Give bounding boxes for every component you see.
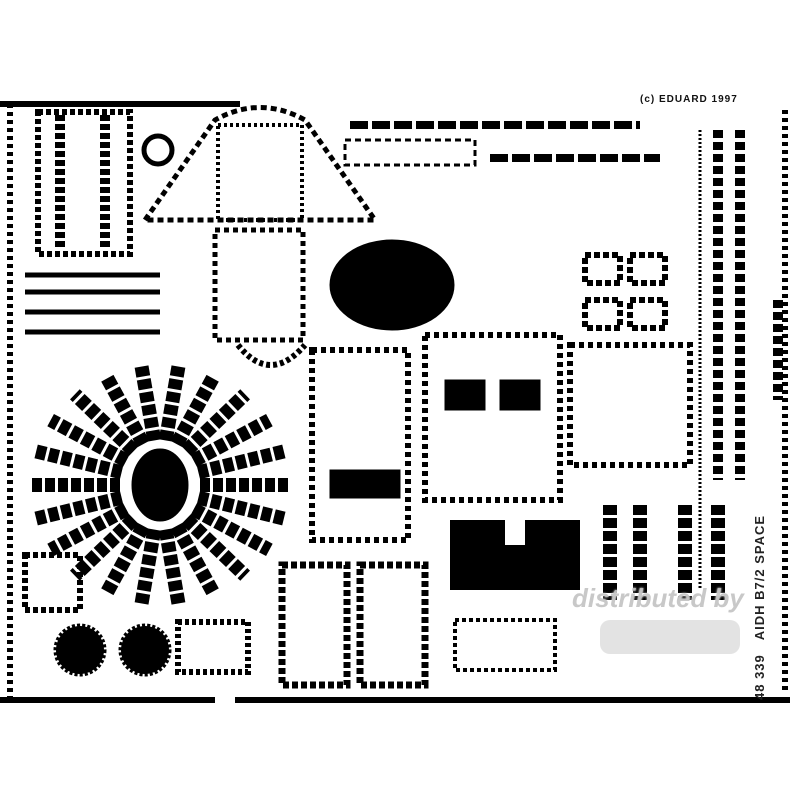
sunburst-spoke	[196, 490, 287, 526]
sunburst-spoke	[134, 528, 162, 605]
sunburst-spoke	[47, 413, 130, 467]
watermark-text: distributed by	[572, 583, 744, 613]
sunburst-spoke	[181, 513, 250, 581]
sunburst-spoke	[33, 444, 124, 480]
sunburst-spoke	[158, 365, 186, 442]
sunburst-spoke	[196, 444, 287, 480]
sunburst-spoke	[181, 389, 250, 457]
sunburst-spoke	[47, 503, 130, 557]
set-name: AIDH B7/2 SPACE	[752, 514, 767, 641]
set-label: 48 339 AIDH B7/2 SPACE	[752, 501, 767, 700]
sunburst-spoke	[70, 389, 139, 457]
sunburst-spoke	[158, 528, 186, 605]
sunburst-spoke	[134, 365, 162, 442]
sunburst-spoke	[190, 503, 273, 557]
copyright-text: (c) EDUARD 1997	[640, 94, 738, 105]
distributor-logo-watermark	[600, 620, 740, 654]
sunburst-spoke	[190, 413, 273, 467]
sunburst-spoke	[33, 490, 124, 526]
sunburst-spoke	[70, 513, 139, 581]
set-code: 48 339	[752, 654, 767, 700]
